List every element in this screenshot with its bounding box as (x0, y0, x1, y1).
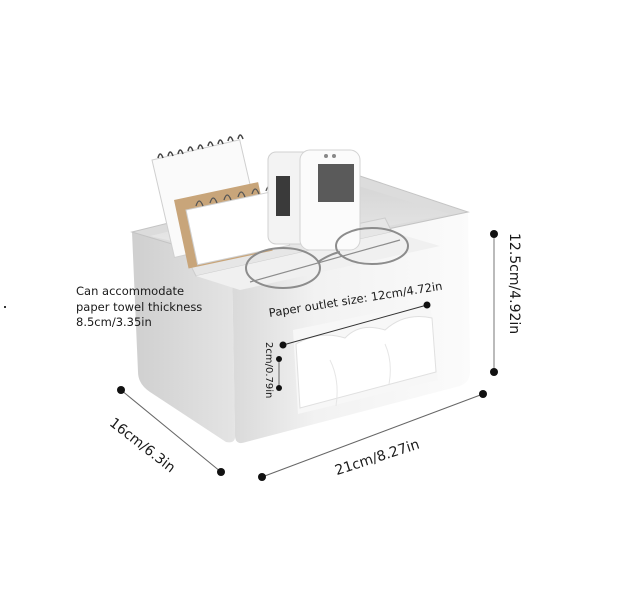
slot-height-label: 2cm/0.79in (263, 342, 274, 399)
tissue (293, 302, 438, 414)
eyeglasses (245, 227, 409, 289)
notepads (151, 134, 291, 269)
image-speck (4, 306, 6, 308)
capacity-note: Can accommodate paper towel thickness 8.… (76, 284, 202, 331)
remote-controls (267, 149, 361, 251)
height-label: 12.5cm/4.92in (506, 233, 522, 335)
capacity-note-line3: 8.5cm/3.35in (76, 315, 152, 329)
capacity-note-line2: paper towel thickness (76, 299, 203, 314)
dimension-lines (117, 230, 498, 481)
capacity-note-line1: Can accommodate (76, 284, 185, 298)
